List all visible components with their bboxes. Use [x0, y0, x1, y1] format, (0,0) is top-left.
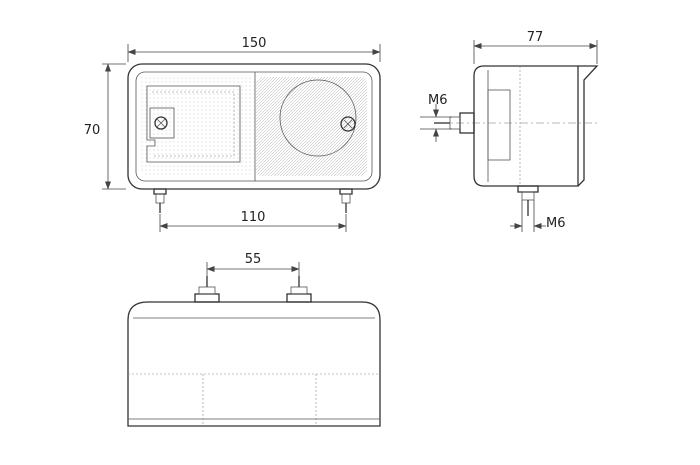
side-body-outline — [473, 65, 579, 187]
left-screw-slot-cross — [156, 118, 166, 128]
front-lens-outline — [135, 71, 373, 182]
left-lens-texture — [141, 77, 254, 176]
bottom-body-outline — [127, 301, 381, 427]
front-stud-left — [153, 188, 167, 213]
dimension-height-front: 70 — [84, 63, 126, 190]
bottom-view: 55 — [127, 252, 381, 427]
thread-callout-side-bottom: M6 — [510, 200, 566, 232]
thread-side-bottom-label: M6 — [546, 216, 566, 231]
plate-lamp-window — [146, 85, 241, 163]
stud-spacing-front-label: 110 — [241, 210, 266, 225]
dimension-stud-spacing-front: 110 — [159, 210, 347, 232]
right-screw-slot-cross — [343, 119, 353, 129]
front-housing-outline — [127, 63, 381, 190]
dimension-stud-spacing-bottom: 55 — [206, 252, 300, 276]
left-screw-icon — [154, 116, 168, 130]
right-screw-icon — [340, 116, 356, 132]
height-front-label: 70 — [84, 123, 101, 138]
width-front-label: 150 — [242, 36, 267, 51]
bottom-stud-right — [286, 276, 312, 303]
plate-lamp-inner — [152, 91, 235, 157]
round-lamp — [279, 79, 357, 157]
side-stud-vertical — [517, 185, 539, 216]
side-stud-horizontal — [434, 112, 475, 134]
thread-callout-side-top: M6 — [420, 93, 452, 142]
depth-side-label: 77 — [527, 30, 544, 45]
left-screw-boss — [149, 107, 175, 139]
front-view: 150 70 110 — [84, 36, 381, 232]
dimension-depth-side: 77 — [473, 30, 598, 64]
stud-spacing-bottom-label: 55 — [245, 252, 262, 267]
side-flange — [577, 65, 599, 187]
side-view: 77 M6 M6 — [420, 30, 600, 232]
dimension-width-front: 150 — [127, 36, 381, 62]
side-recess — [487, 89, 511, 161]
thread-side-top-label: M6 — [428, 93, 448, 108]
front-stud-right — [339, 188, 353, 213]
bottom-stud-left — [194, 276, 220, 303]
